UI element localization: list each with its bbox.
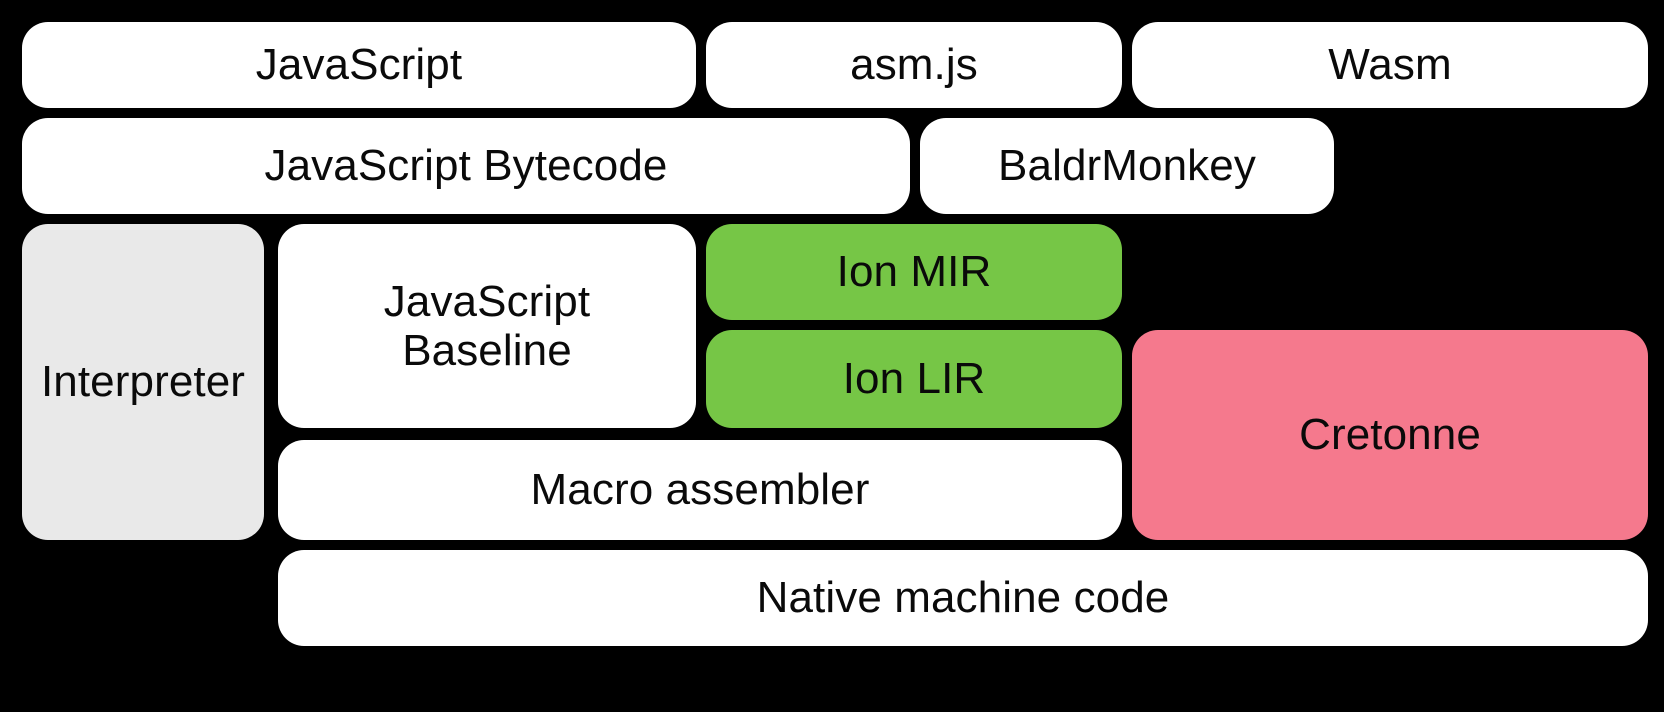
node-label-ion-mir: Ion MIR xyxy=(836,247,992,297)
node-baldrmonkey: BaldrMonkey xyxy=(920,118,1334,214)
node-label-baldrmonkey: BaldrMonkey xyxy=(998,141,1256,191)
node-ion-lir: Ion LIR xyxy=(706,330,1122,428)
node-javascript-bytecode: JavaScript Bytecode xyxy=(22,118,910,214)
node-native-machine-code: Native machine code xyxy=(278,550,1648,646)
node-label-interpreter: Interpreter xyxy=(40,357,246,407)
node-ion-mir: Ion MIR xyxy=(706,224,1122,320)
node-interpreter: Interpreter xyxy=(22,224,264,540)
node-label-javascript: JavaScript xyxy=(255,40,463,90)
node-javascript: JavaScript xyxy=(22,22,696,108)
node-label-javascript-bytecode: JavaScript Bytecode xyxy=(264,141,668,191)
node-label-wasm: Wasm xyxy=(1328,40,1452,90)
node-asm-js: asm.js xyxy=(706,22,1122,108)
node-label-macro-assembler: Macro assembler xyxy=(530,465,870,515)
node-label-ion-lir: Ion LIR xyxy=(842,354,986,404)
node-label-asm-js: asm.js xyxy=(850,40,978,90)
node-cretonne: Cretonne xyxy=(1132,330,1648,540)
node-macro-assembler: Macro assembler xyxy=(278,440,1122,540)
node-label-native-machine-code: Native machine code xyxy=(756,573,1170,623)
node-javascript-baseline: JavaScript Baseline xyxy=(278,224,696,428)
node-label-cretonne: Cretonne xyxy=(1299,410,1481,460)
node-label-javascript-baseline: JavaScript Baseline xyxy=(383,276,591,375)
node-wasm: Wasm xyxy=(1132,22,1648,108)
